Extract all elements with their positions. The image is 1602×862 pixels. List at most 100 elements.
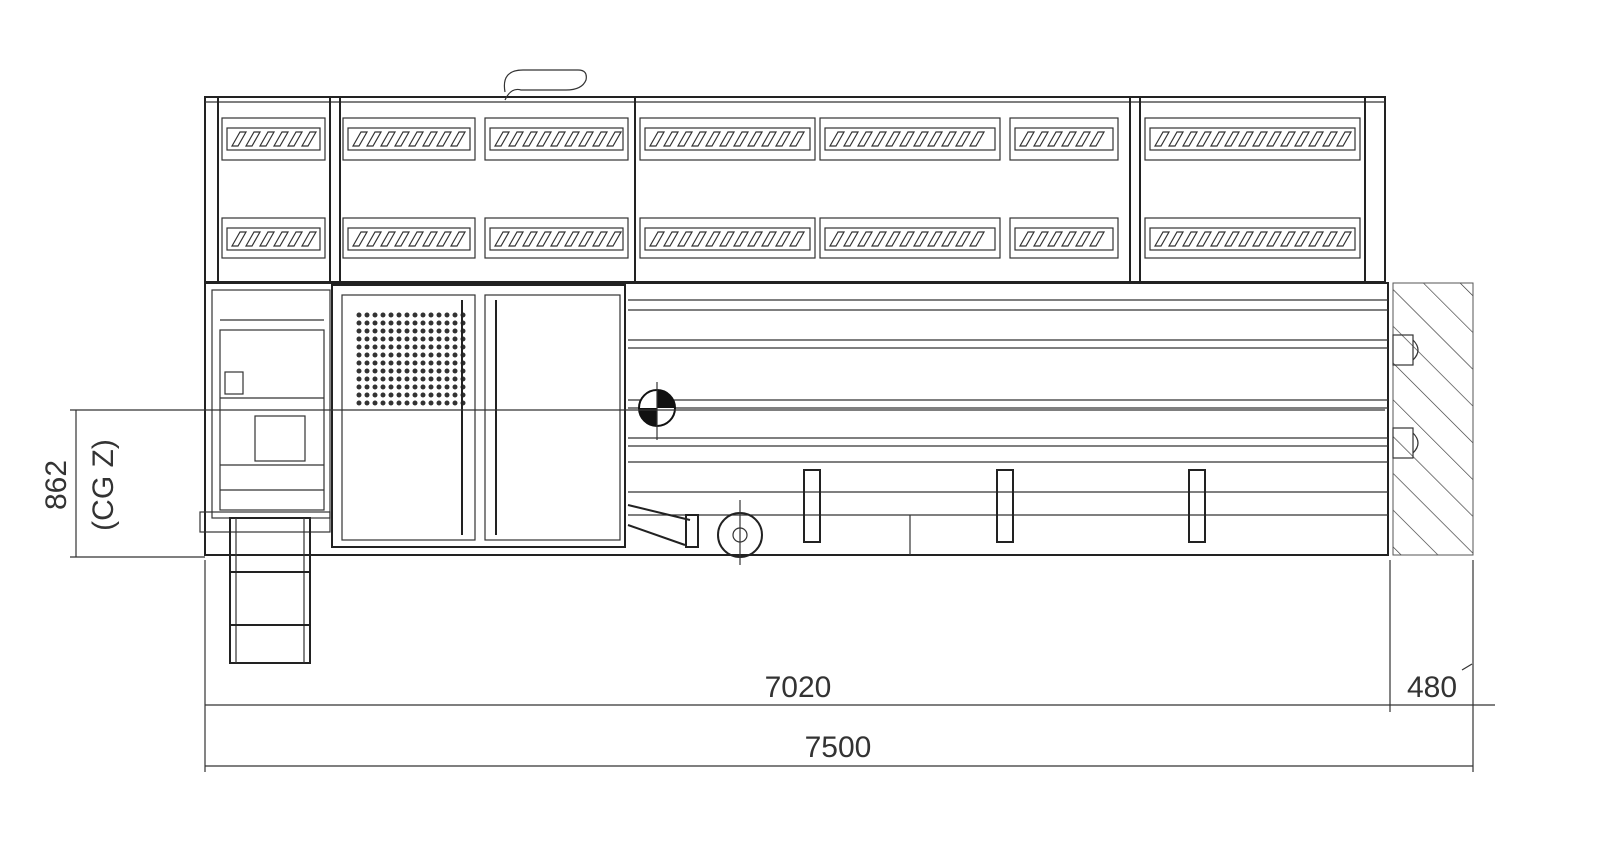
perforation xyxy=(420,336,426,342)
mesh-pattern xyxy=(493,231,623,247)
perforation xyxy=(364,384,370,390)
perforation xyxy=(356,376,362,382)
perforation xyxy=(356,368,362,374)
perforation xyxy=(404,376,410,382)
perforation xyxy=(380,344,386,350)
perforation xyxy=(364,368,370,374)
perforation xyxy=(364,352,370,358)
rack-panel xyxy=(639,217,816,259)
perforated-grille xyxy=(356,312,466,406)
perforation xyxy=(412,312,418,318)
perforation xyxy=(452,376,458,382)
rack-mesh xyxy=(347,227,471,251)
perforation xyxy=(444,312,450,318)
perforation xyxy=(412,328,418,334)
lower-body xyxy=(70,282,1389,565)
perforation xyxy=(420,360,426,366)
perforation xyxy=(404,352,410,358)
perforation xyxy=(380,368,386,374)
perforation xyxy=(364,360,370,366)
perforation xyxy=(444,328,450,334)
perforation xyxy=(404,400,410,406)
perforation xyxy=(388,312,394,318)
perforation xyxy=(404,384,410,390)
rack-panel xyxy=(819,117,1001,161)
support-post xyxy=(1188,469,1206,543)
perforation xyxy=(428,328,434,334)
perforation xyxy=(452,312,458,318)
perforation xyxy=(412,368,418,374)
perforation xyxy=(372,384,378,390)
perforation xyxy=(436,376,442,382)
perforation xyxy=(396,360,402,366)
rack-panel xyxy=(1009,217,1119,259)
perforation xyxy=(356,360,362,366)
perforation xyxy=(420,384,426,390)
perforation xyxy=(420,400,426,406)
perforation xyxy=(388,384,394,390)
perforation xyxy=(364,392,370,398)
perforation xyxy=(356,352,362,358)
perforation xyxy=(372,376,378,382)
perforation xyxy=(436,320,442,326)
perforation xyxy=(420,320,426,326)
perforation xyxy=(404,368,410,374)
perforation xyxy=(420,328,426,334)
rack-panel xyxy=(221,217,326,259)
perforation xyxy=(412,392,418,398)
perforation xyxy=(396,344,402,350)
perforation xyxy=(356,392,362,398)
perforation xyxy=(444,360,450,366)
mesh-pattern xyxy=(648,231,806,247)
perforation xyxy=(452,360,458,366)
tank-ribs xyxy=(628,299,1388,516)
mesh-pattern xyxy=(648,131,806,147)
perforation xyxy=(428,384,434,390)
perforation xyxy=(428,312,434,318)
rack-mesh xyxy=(489,127,624,151)
perforation xyxy=(428,400,434,406)
mesh-pattern xyxy=(1018,131,1106,147)
mesh-pattern xyxy=(828,131,986,147)
perforation xyxy=(388,352,394,358)
perforation xyxy=(380,376,386,382)
perforation xyxy=(388,328,394,334)
perforation xyxy=(364,312,370,318)
rack-panel xyxy=(484,117,629,161)
rack-panel xyxy=(221,117,326,161)
rack-panel xyxy=(1009,117,1119,161)
perforation xyxy=(452,352,458,358)
perforation xyxy=(420,368,426,374)
perforation xyxy=(404,360,410,366)
rack-mesh xyxy=(824,127,996,151)
perforation xyxy=(380,384,386,390)
rack-panel xyxy=(342,117,476,161)
perforation xyxy=(380,336,386,342)
mesh-pattern xyxy=(1153,231,1353,247)
perforation xyxy=(436,384,442,390)
perforation xyxy=(412,344,418,350)
rack-panel xyxy=(1144,217,1361,259)
perforation xyxy=(372,320,378,326)
perforation xyxy=(364,376,370,382)
perforation xyxy=(444,320,450,326)
perforation xyxy=(388,336,394,342)
rack-mesh xyxy=(226,227,321,251)
perforation xyxy=(428,376,434,382)
rack-panel xyxy=(639,117,816,161)
perforation xyxy=(364,336,370,342)
perforation xyxy=(428,352,434,358)
perforation xyxy=(364,400,370,406)
perforation xyxy=(436,344,442,350)
perforation xyxy=(420,392,426,398)
mesh-pattern xyxy=(1153,131,1353,147)
perforation xyxy=(436,392,442,398)
perforation xyxy=(404,336,410,342)
perforation xyxy=(412,352,418,358)
perforation xyxy=(396,336,402,342)
perforation xyxy=(420,312,426,318)
rack-mesh xyxy=(347,127,471,151)
perforation xyxy=(452,368,458,374)
perforation xyxy=(380,328,386,334)
